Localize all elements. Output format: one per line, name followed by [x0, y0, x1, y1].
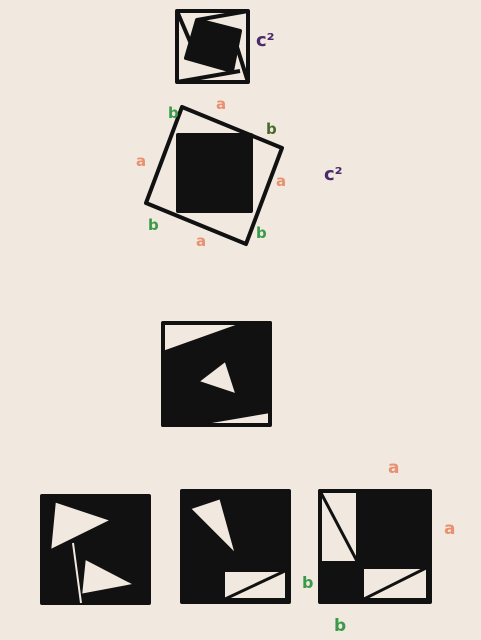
label-a-left: a — [136, 152, 146, 170]
figure-small-c-squared — [175, 9, 250, 84]
label-c-squared-2: c² — [324, 164, 343, 185]
label-a-figure6-top: a — [388, 458, 399, 478]
label-a-top: a — [216, 95, 226, 113]
figure-bottom-1 — [40, 494, 151, 605]
label-a-figure6-right: a — [444, 519, 455, 539]
label-a-right: a — [276, 172, 286, 190]
figure-tilted-square — [144, 105, 284, 246]
figure-bottom-2 — [180, 489, 291, 604]
label-c-squared-1: c² — [256, 30, 275, 51]
label-b-figure6-bottom: b — [334, 616, 346, 636]
figure-middle-rotated — [161, 321, 272, 427]
label-b-top-left: b — [168, 104, 179, 122]
label-b-top-right: b — [266, 120, 277, 138]
figure-bottom-3 — [318, 489, 432, 604]
label-b-figure5: b — [302, 573, 313, 592]
label-b-bottom-left: b — [148, 216, 159, 234]
label-b-bottom-right: b — [256, 224, 267, 242]
label-a-bottom: a — [196, 232, 206, 250]
